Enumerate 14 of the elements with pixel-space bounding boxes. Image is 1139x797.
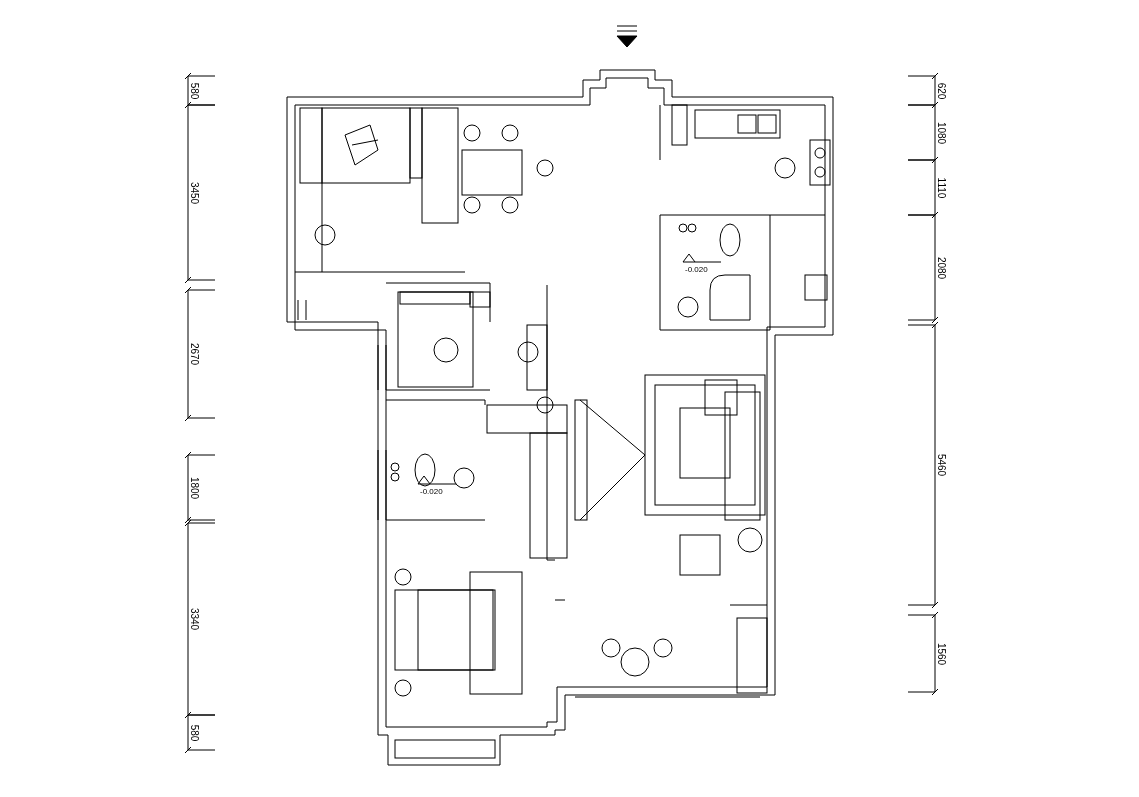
dimension-text: 3450	[189, 181, 200, 204]
dimension-text: 1080	[936, 121, 947, 144]
dimension-text: 5460	[936, 453, 947, 477]
dimension-text: 2080	[936, 256, 947, 279]
dimension-text: 1560	[936, 642, 947, 665]
dimension-text: 1110	[935, 177, 946, 198]
dimension-text: 580	[188, 82, 199, 99]
dimension-text: 2670	[189, 342, 200, 366]
dimension-text: 1800	[189, 476, 200, 499]
level-text: -0.020	[420, 487, 443, 497]
dimension-text: 3340	[189, 607, 200, 631]
dimension-text: 620	[935, 82, 946, 99]
level-text: -0.020	[685, 265, 708, 275]
dimension-text: 580	[188, 724, 199, 741]
